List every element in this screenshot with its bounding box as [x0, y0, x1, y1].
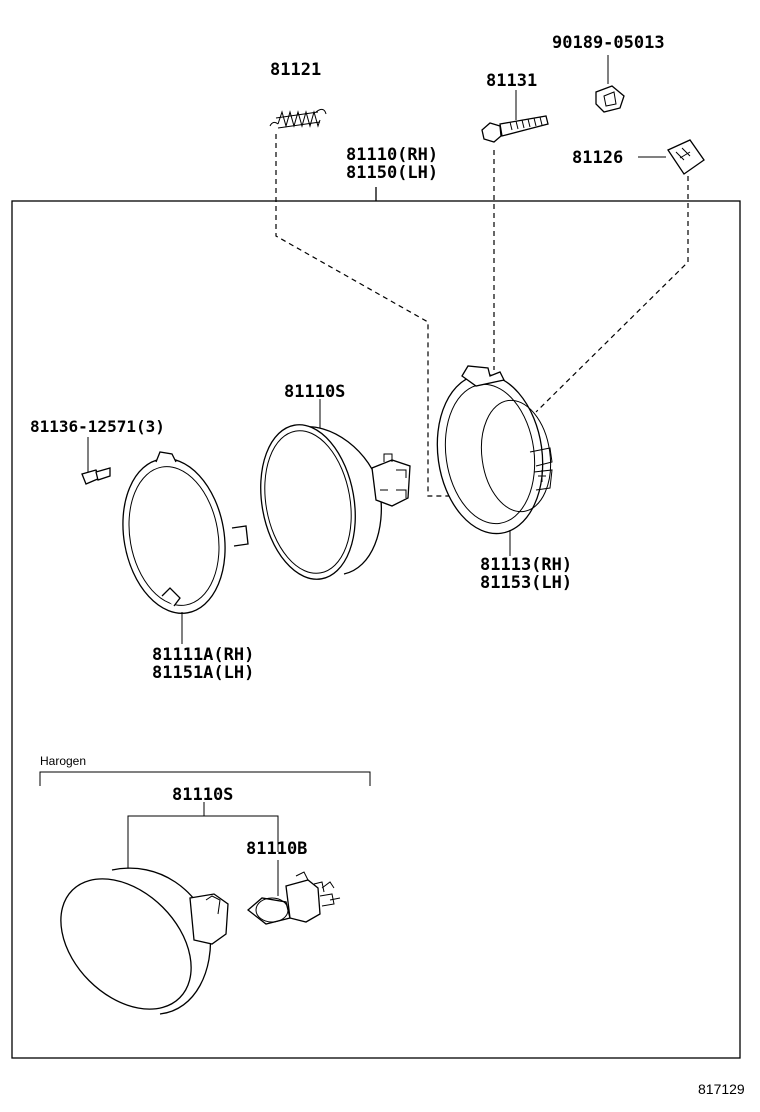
label-81150-lh: 81150(LH) — [346, 163, 438, 183]
dash-81121 — [275, 134, 450, 497]
label-81111a-rh: 81111A(RH) — [152, 645, 254, 665]
label-90189-05013: 90189-05013 — [552, 33, 665, 53]
label-81113-rh: 81113(RH) — [480, 555, 572, 575]
label-81151a-lh: 81151A(LH) — [152, 663, 254, 683]
harogen-bracket — [39, 771, 371, 786]
label-81110-rh: 81110(RH) — [346, 145, 438, 165]
sealed-beam-81110s-top — [260, 424, 411, 580]
group-title-harogen: Harogen — [40, 754, 86, 768]
bulb-81110b — [246, 871, 341, 925]
dash-81126 — [535, 176, 689, 413]
label-81110s-bottom: 81110S — [172, 785, 233, 805]
bolt-81131 — [481, 115, 549, 143]
label-81136-12571: 81136-12571(3) — [30, 417, 165, 436]
label-81110s-top: 81110S — [284, 382, 345, 402]
label-81131: 81131 — [486, 71, 537, 91]
retaining-ring-81111a — [122, 451, 249, 614]
mounting-ring-81113 — [436, 365, 553, 535]
screw-81136 — [81, 467, 111, 485]
label-81121: 81121 — [270, 60, 321, 80]
label-81153-lh: 81153(LH) — [480, 573, 572, 593]
label-81126: 81126 — [572, 148, 623, 168]
label-81110b: 81110B — [246, 839, 307, 859]
nut-81126 — [667, 139, 705, 175]
leader-81110s-bottom — [127, 815, 279, 868]
sealed-beam-81110s-bottom — [60, 867, 229, 1015]
clip-90189 — [595, 85, 625, 113]
diagram-reference-number: 817129 — [698, 1081, 745, 1097]
spring-81121 — [269, 108, 327, 129]
